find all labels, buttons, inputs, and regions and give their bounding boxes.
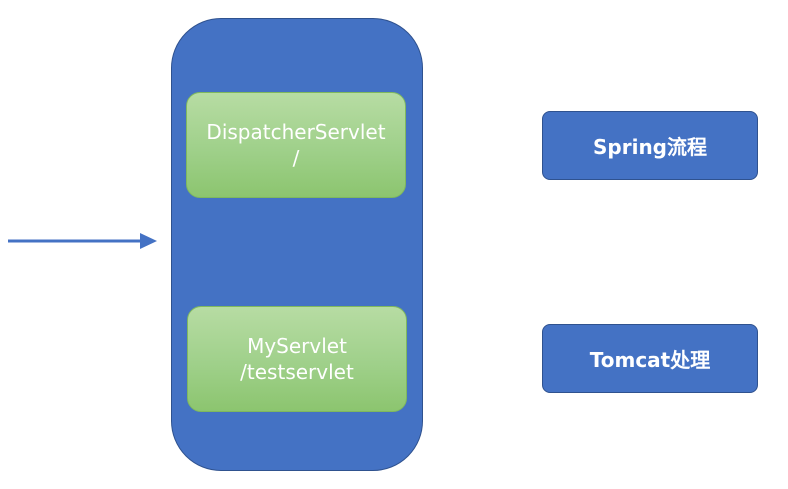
tomcat-handling-label: Tomcat处理 (589, 348, 711, 372)
my-servlet-path: /testservlet (240, 360, 354, 384)
spring-flow-box: Spring流程 (542, 111, 758, 180)
dispatcher-servlet-node: DispatcherServlet / (186, 92, 406, 198)
incoming-arrow-head (140, 233, 157, 249)
my-servlet-node: MyServlet /testservlet (187, 306, 407, 412)
dispatcher-servlet-path: / (292, 146, 300, 170)
dispatcher-servlet-name: DispatcherServlet (206, 120, 386, 144)
tomcat-handling-box: Tomcat处理 (542, 324, 758, 393)
spring-flow-label: Spring流程 (593, 135, 707, 159)
my-servlet-name: MyServlet (247, 334, 347, 358)
